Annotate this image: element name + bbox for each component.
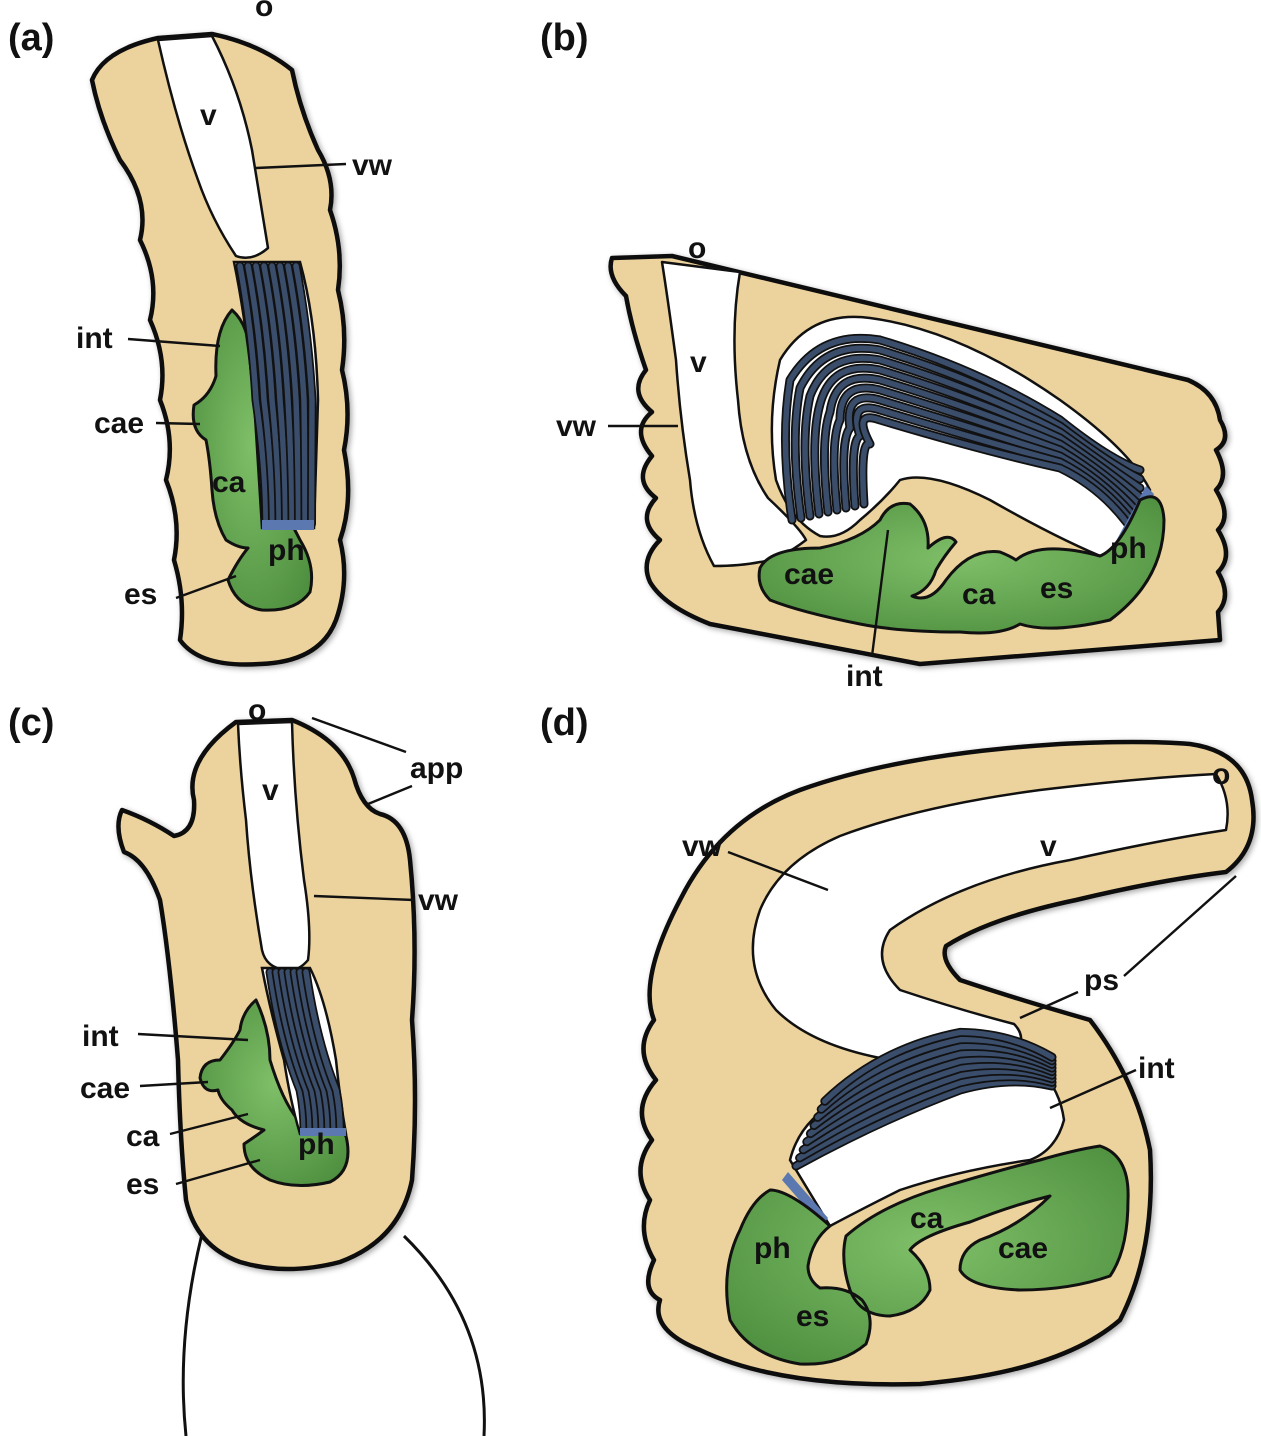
panel-b: (b) o v vw cae ca es ph int [540,17,1226,693]
label-v-d: v [1040,830,1057,863]
panel-letter-d: (d) [540,702,589,744]
label-o-b: o [688,232,706,265]
label-v-c: v [262,774,279,807]
label-v-b: v [690,346,707,379]
panel-letter-a: (a) [8,17,54,59]
label-int-d: int [1138,1052,1175,1085]
label-ca-c: ca [126,1120,160,1153]
leader-app-bottom-c [368,786,412,804]
leader-ps-upper-d [1124,876,1236,976]
label-cae-d: cae [998,1232,1048,1265]
label-es-d: es [796,1300,829,1333]
leader-cae-a [156,423,200,424]
panel-a: (a) o v vw int cae ca ph es [8,0,393,665]
label-int-c: int [82,1020,119,1053]
label-o-c: o [248,694,266,727]
panel-letter-b: (b) [540,17,589,59]
label-vw-c: vw [418,884,459,917]
panel-d: (d) o v vw ps int ph es ca cae [540,702,1254,1384]
label-o-a: o [255,0,273,23]
label-ca-a: ca [212,466,246,499]
label-ps-d: ps [1084,964,1119,997]
label-es-a: es [124,578,157,611]
label-int-a: int [76,322,113,355]
label-v-a: v [200,99,217,132]
label-vw-d: vw [682,830,723,863]
label-app-c: app [410,752,463,785]
label-ph-c: ph [298,1128,335,1161]
label-es-b: es [1040,572,1073,605]
label-vw-a: vw [352,149,393,182]
label-cae-b: cae [784,558,834,591]
label-ph-b: ph [1110,532,1147,565]
pharynx-base-band [262,520,314,530]
label-ca-d: ca [910,1202,944,1235]
label-cae-c: cae [80,1072,130,1105]
panel-letter-c: (c) [8,702,54,744]
label-int-b: int [846,660,883,693]
label-es-c: es [126,1168,159,1201]
label-ca-b: ca [962,578,996,611]
label-vw-b: vw [556,410,597,443]
panel-c: (c) o v app vw int cae ca ph es [8,694,484,1436]
label-cae-a: cae [94,407,144,440]
label-o-d: o [1212,758,1230,791]
label-ph-a: ph [268,534,305,567]
label-ph-d: ph [754,1232,791,1265]
